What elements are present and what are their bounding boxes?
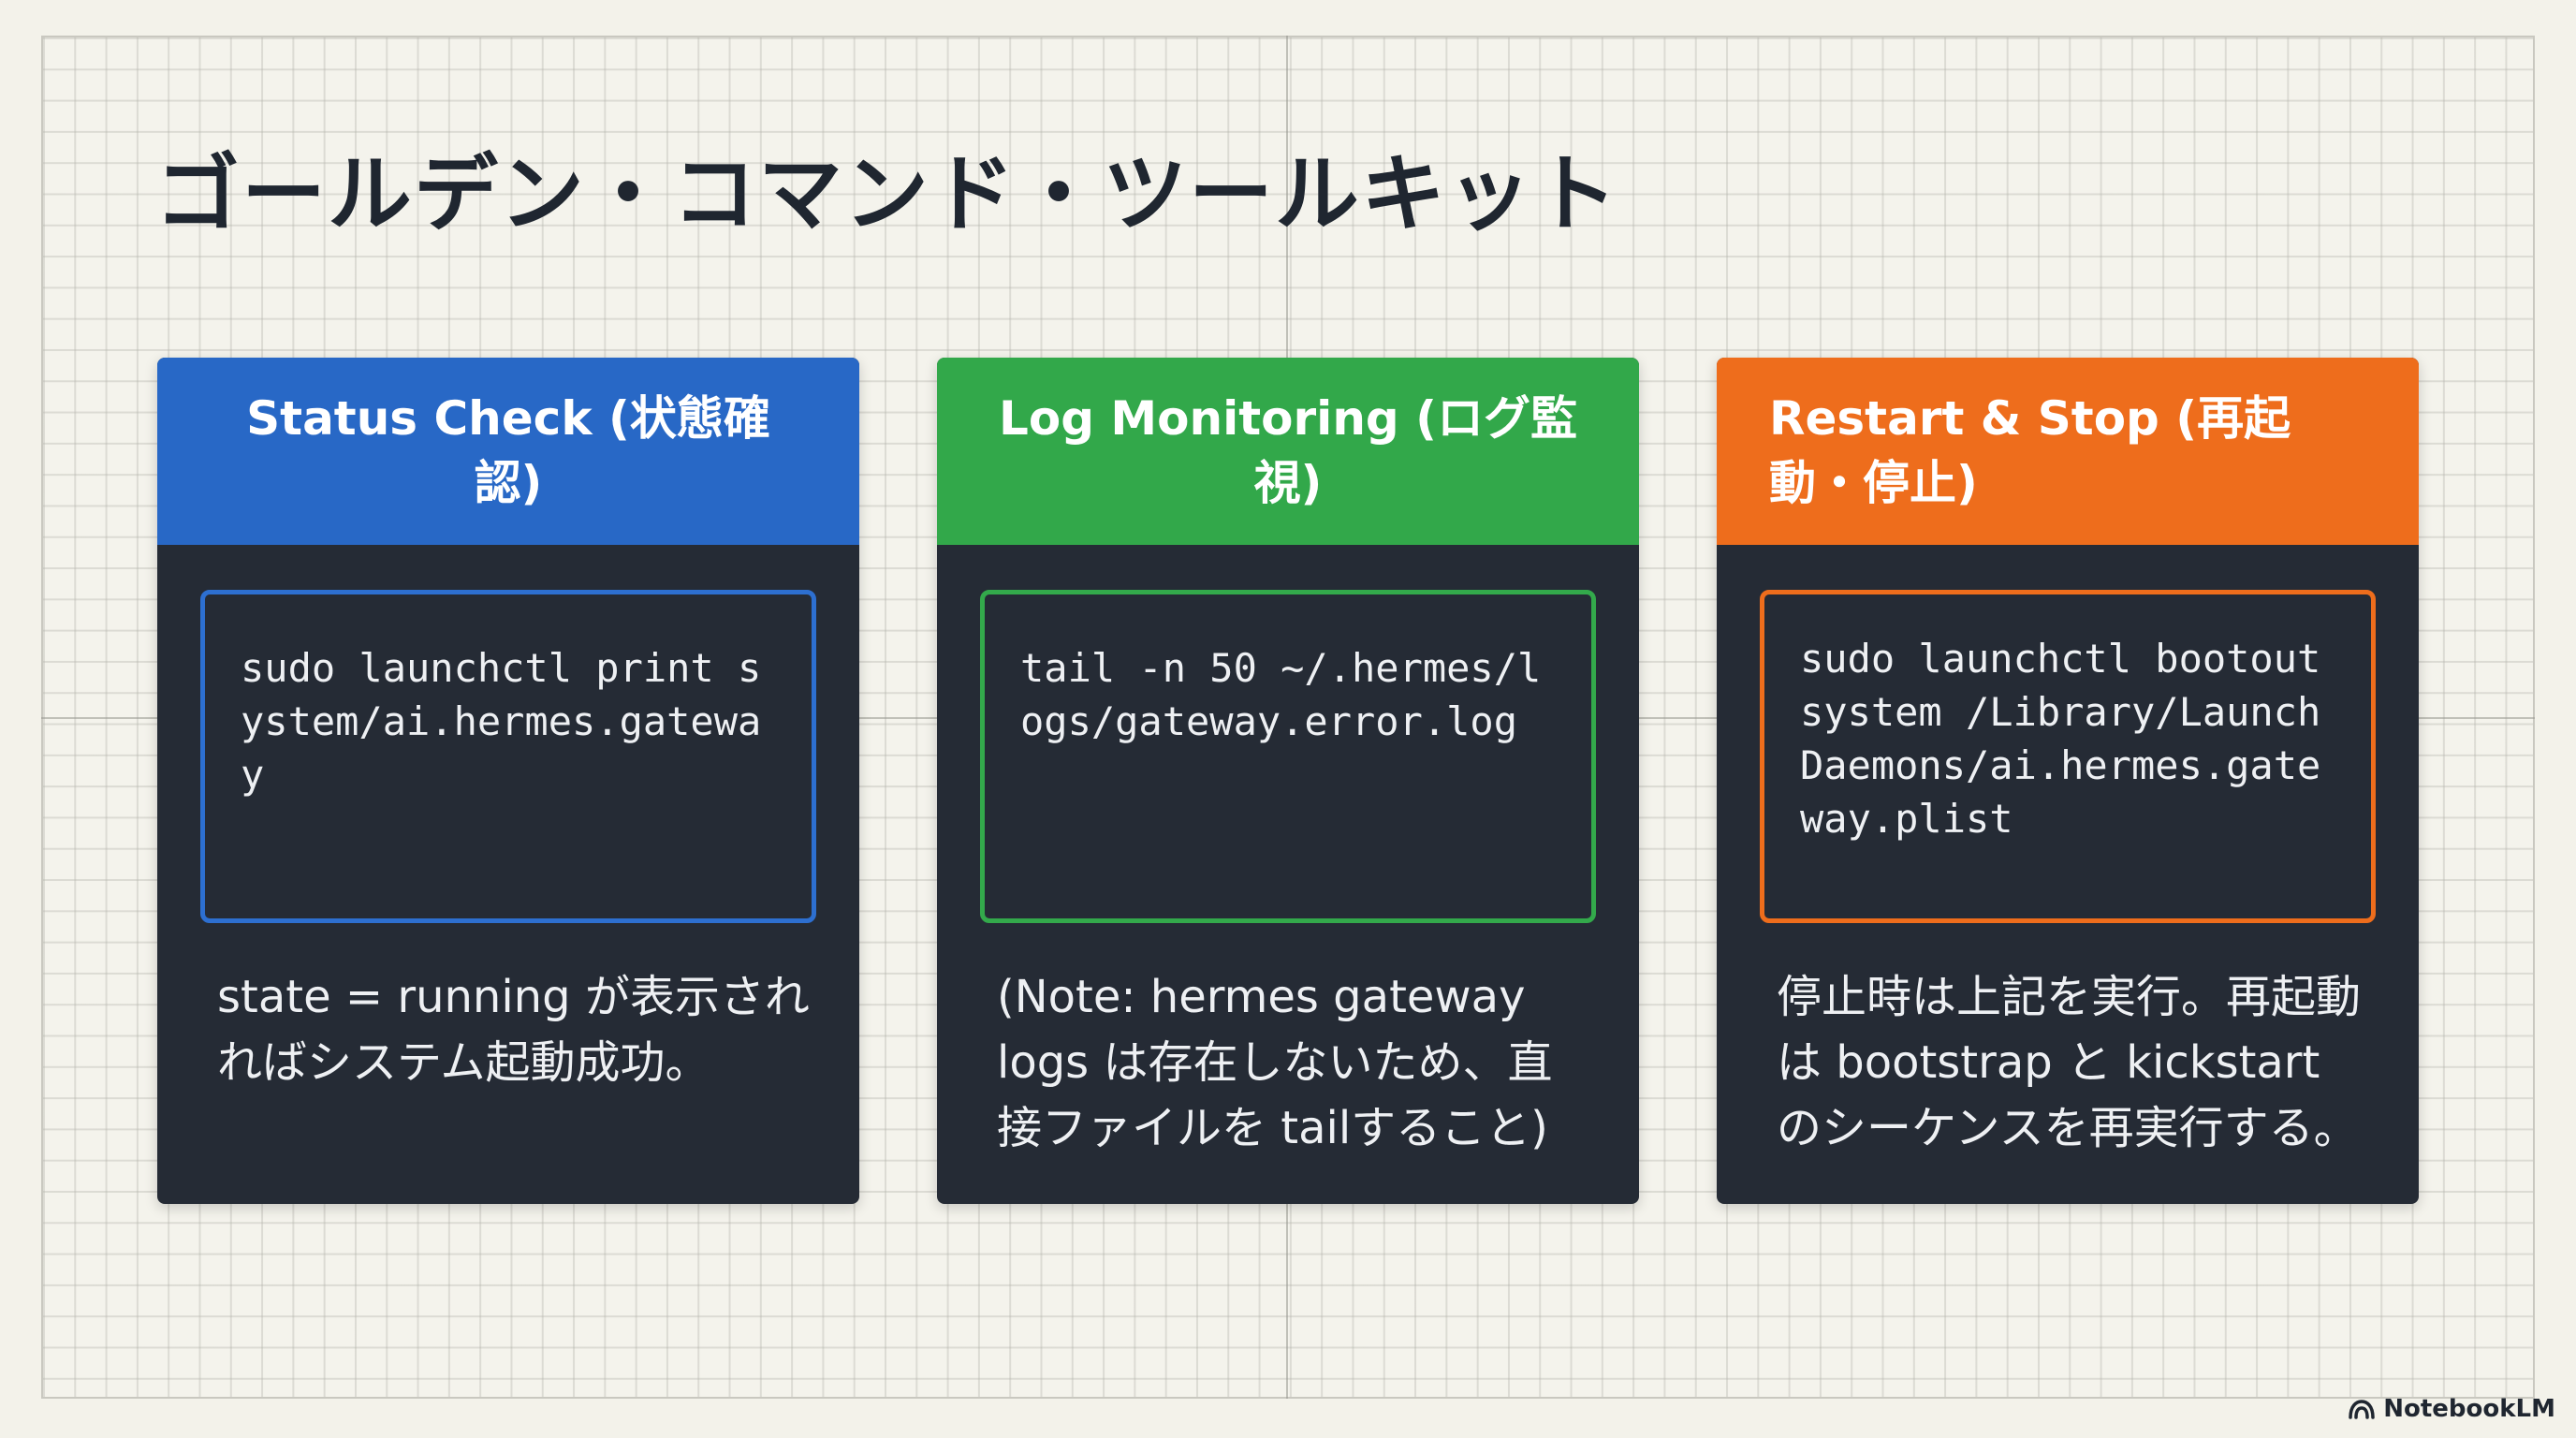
log-monitoring-command: tail -n 50 ~/.hermes/logs/gateway.error.… [980,590,1596,923]
status-check-header: Status Check (状態確認) [157,358,859,545]
log-monitoring-header: Log Monitoring (ログ監視) [937,358,1639,545]
notebooklm-logo-icon [2348,1399,2376,1419]
notebooklm-label: NotebookLM [2383,1395,2555,1423]
status-check-command: sudo launchctl print system/ai.hermes.ga… [200,590,816,923]
slide-title: ゴールデン・コマンド・ツールキット [155,145,1619,243]
restart-stop-description: 停止時は上記を実行。再起動は bootstrap と kickstart のシー… [1777,971,2362,1154]
status-check-description: state = running が表示されればシステム起動成功。 [217,971,810,1089]
restart-stop-command: sudo launchctl bootout system /Library/L… [1760,590,2376,923]
log-monitoring-card: Log Monitoring (ログ監視) tail -n 50 ~/.herm… [937,358,1639,1204]
restart-stop-header: Restart & Stop (再起動・停止) [1717,358,2419,545]
restart-stop-card: Restart & Stop (再起動・停止) sudo launchctl b… [1717,358,2419,1204]
log-monitoring-description: (Note: hermes gateway logs は存在しないため、直接ファ… [997,971,1553,1154]
notebooklm-branding: NotebookLM [2348,1395,2555,1423]
status-check-card: Status Check (状態確認) sudo launchctl print… [157,358,859,1204]
